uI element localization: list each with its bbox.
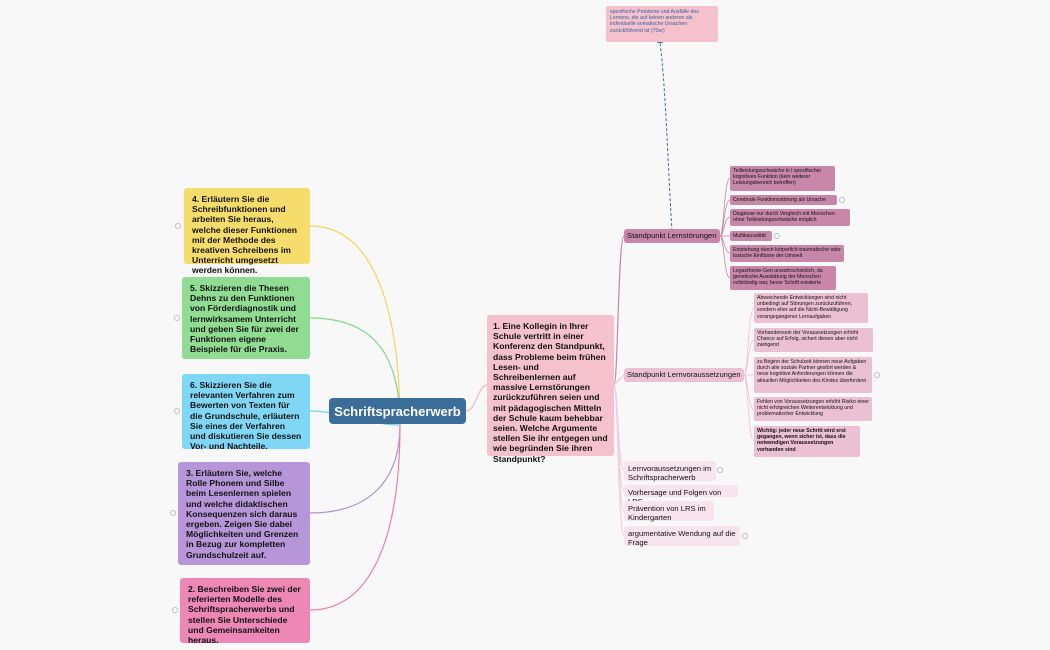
task-6-node[interactable]: 6. Skizzieren Sie die relevanten Verfahr…: [182, 374, 310, 451]
lernvoraussetzungen-item-3[interactable]: zu Beginn der Schulzeit können neue Aufg…: [754, 357, 872, 393]
branch-argumentative-wendung[interactable]: argumentative Wendung auf die Frage: [624, 526, 740, 547]
connector-main: [465, 384, 488, 412]
lernvoraussetzungen-item-4[interactable]: Fehlen von Voraussetzungen erhöht Risiko…: [754, 397, 872, 421]
collapse-toggle-ls4[interactable]: [774, 233, 780, 239]
task-3-node[interactable]: 3. Erläutern Sie, welche Rolle Phonem un…: [178, 462, 310, 565]
lernvoraussetzungen-item-2[interactable]: Vorhandensein der Voraussetzungen erhöht…: [754, 328, 873, 352]
collapse-toggle-t3[interactable]: [170, 510, 176, 516]
collapse-toggle-o4[interactable]: [742, 533, 748, 539]
connector-pink: [309, 424, 401, 611]
branch-vorhersage-lrs[interactable]: Vorhersage und Folgen von LRS: [624, 485, 738, 506]
task-4-node[interactable]: 4. Erläutern Sie die Schreibfunktionen u…: [184, 188, 310, 275]
collapse-toggle-lv3[interactable]: [874, 372, 880, 378]
lernstoerungen-item-5[interactable]: Entstehung durch körperlich-traumatische…: [730, 245, 844, 262]
lernstoerungen-item-3[interactable]: Diagnose nur durch Vergleich mit Mensche…: [730, 209, 850, 226]
collapse-toggle-ls2[interactable]: [839, 197, 845, 203]
lernstoerungen-item-4[interactable]: Multikausalität: [730, 231, 772, 241]
lernstoerungen-item-2[interactable]: Cerebrale Funktionsstörung als Ursache: [730, 195, 837, 205]
lernstoerungen-item-6[interactable]: Legasthenie-Gen unwahrscheinlich, da gen…: [730, 266, 836, 290]
branch-lernvoraussetzungen-schriftspracherwerb[interactable]: Lernvoraussetzungen im Schriftspracherwe…: [624, 461, 716, 482]
collapse-toggle-t5[interactable]: [174, 315, 180, 321]
lernvoraussetzungen-item-1[interactable]: Abweichende Entwicklungen sind nicht unb…: [754, 293, 868, 323]
branch-lernvoraussetzungen[interactable]: Standpunkt Lernvoraussetzungen: [624, 368, 744, 382]
collapse-toggle-t6[interactable]: [174, 408, 180, 414]
collapse-toggle-t4[interactable]: [175, 223, 181, 229]
task-2-node[interactable]: 2. Beschreiben Sie zwei der referierten …: [180, 578, 310, 645]
collapse-toggle-o1[interactable]: [717, 467, 723, 473]
connector-yellow: [309, 225, 401, 426]
task-5-node[interactable]: 5. Skizzieren die Thesen Dehns zu den Fu…: [182, 277, 310, 359]
task-1-node[interactable]: 1. Eine Kollegin in Ihrer Schule vertrit…: [487, 315, 614, 464]
branch-lernstoerungen[interactable]: Standpunkt Lernstörungen: [624, 229, 720, 243]
collapse-toggle-t2[interactable]: [172, 607, 178, 613]
connector-purple: [309, 424, 401, 514]
relation-dashed: [659, 41, 673, 232]
top-note[interactable]: spezifische Probleme und Ausfälle des Le…: [606, 6, 718, 42]
lernvoraussetzungen-item-5[interactable]: Wichtig: jeder neue Schritt wird erst ge…: [754, 426, 860, 457]
lernstoerungen-item-1[interactable]: Teilleistungsschwäche in l spezifischer …: [730, 166, 835, 191]
branch-praevention-lrs[interactable]: Prävention von LRS im Kindergarten: [624, 501, 714, 522]
central-topic[interactable]: Schriftspracherwerb: [329, 398, 466, 424]
